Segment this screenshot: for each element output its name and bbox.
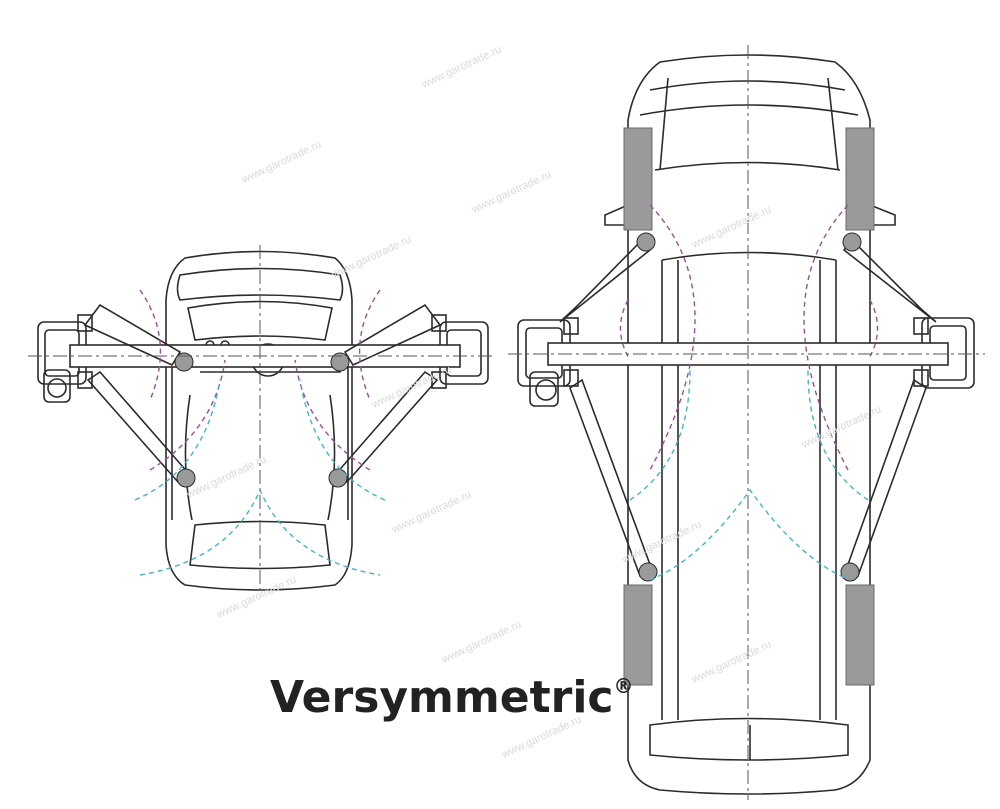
small-car-arcs-purple [139, 289, 381, 471]
centerlines [28, 45, 985, 800]
brand-name: Versymmetric [270, 672, 614, 723]
small-lift-pads [174, 352, 350, 488]
small-car [165, 250, 353, 591]
registered-mark: ® [613, 674, 634, 698]
van-tires [623, 127, 875, 686]
brand-label: Versymmetric® [270, 672, 634, 723]
large-van [604, 54, 896, 795]
large-van-arcs-cyan [629, 369, 869, 581]
large-lift-pads [636, 232, 862, 582]
